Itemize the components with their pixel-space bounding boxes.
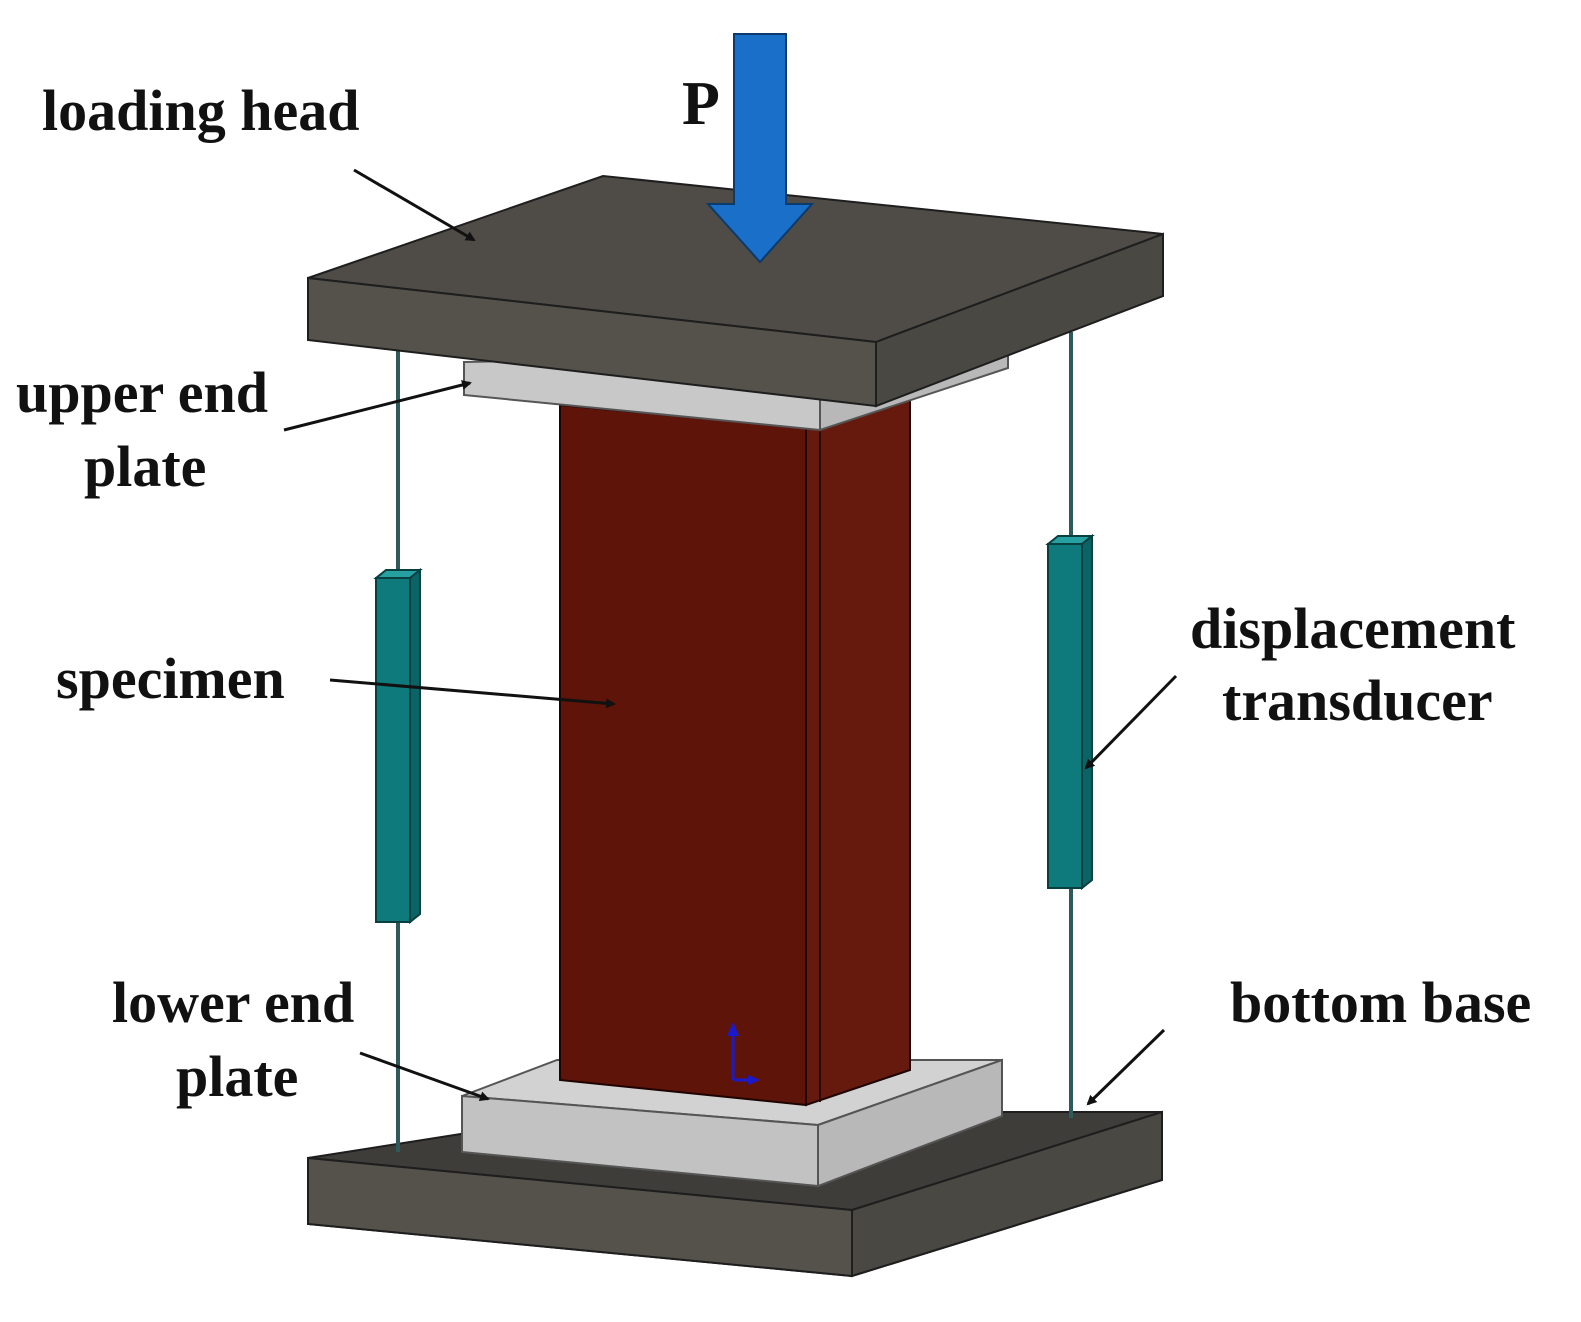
load-label: P (682, 70, 720, 138)
specimen-label: specimen (56, 646, 285, 711)
displacement-transducer-label-2: transducer (1222, 668, 1493, 733)
specimen (559, 398, 911, 1107)
loading-head-label: loading head (42, 78, 360, 143)
leader-lines (283, 168, 1178, 1106)
upper-end-plate-label-1: upper end (16, 360, 268, 425)
axis-triad-icon (727, 1022, 760, 1085)
transducer-leader (1084, 674, 1178, 770)
lower-end-plate-leader (359, 1051, 490, 1101)
upper-end-plate-label-2: plate (84, 434, 206, 499)
left-transducer (373, 340, 423, 1152)
specimen-leader (329, 678, 616, 709)
loading-head-leader (353, 168, 476, 242)
right-transducer (1045, 332, 1095, 1118)
bottom-base-leader (1086, 1028, 1166, 1106)
lower-end-plate-label-2: plate (176, 1044, 298, 1109)
lower-end-plate-label-1: lower end (112, 970, 354, 1035)
bottom-base-label: bottom base (1230, 970, 1531, 1035)
loading-head (307, 174, 1164, 408)
load-arrow-icon (705, 33, 815, 264)
upper-end-plate-leader (283, 380, 472, 432)
displacement-transducer-label-1: displacement (1190, 596, 1516, 661)
